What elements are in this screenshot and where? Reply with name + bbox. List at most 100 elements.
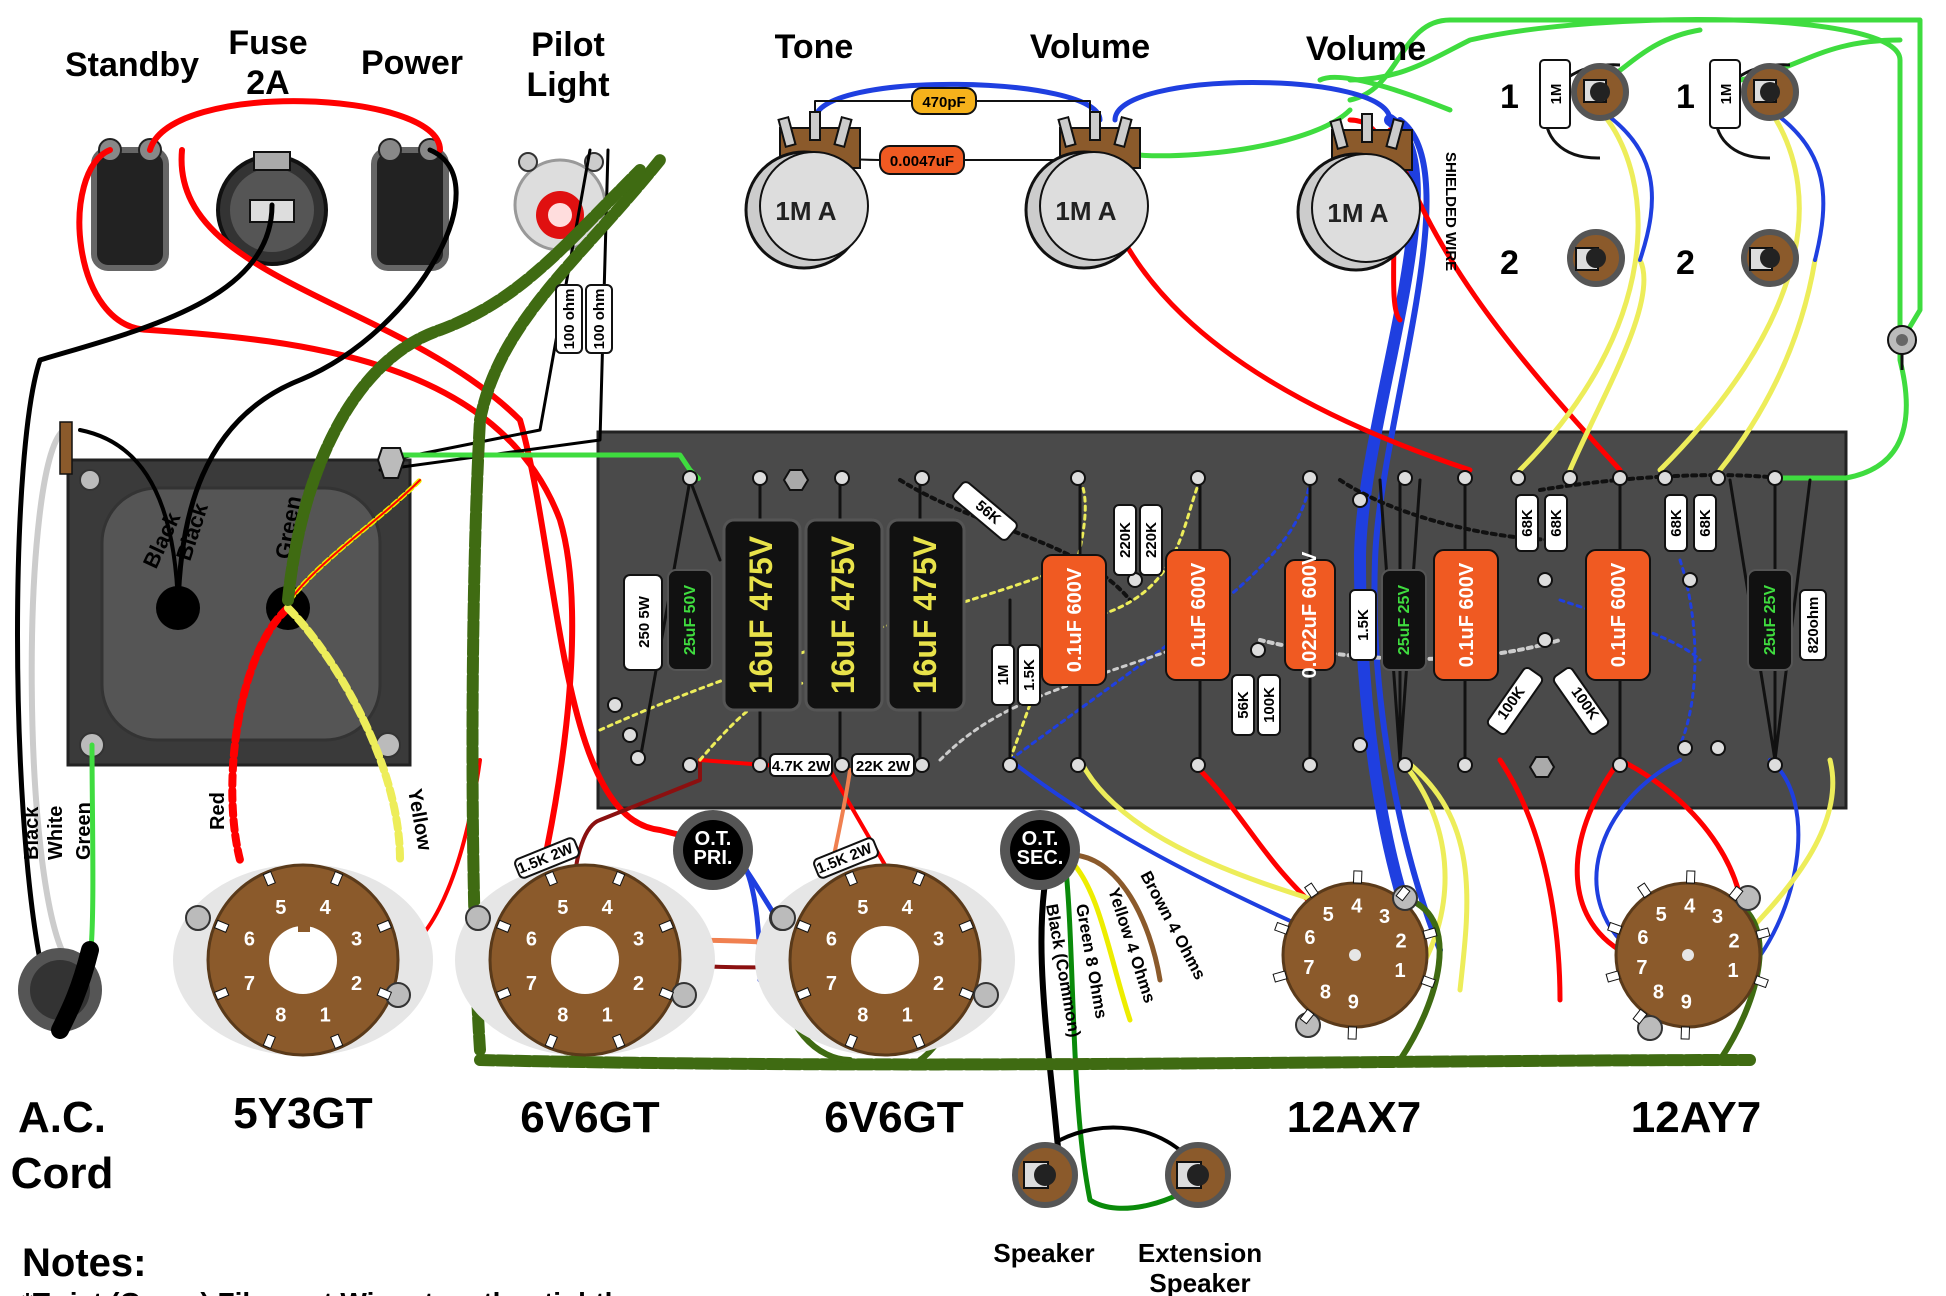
standby-switch[interactable] (91, 138, 169, 271)
tone-pot[interactable]: 1M A (744, 111, 869, 270)
board-screws (782, 469, 1556, 778)
coupling-cap-4: 0.1uF 600V (1433, 549, 1499, 681)
tube-pin-lug (330, 1033, 344, 1050)
tube-pin-lug (1299, 1008, 1315, 1025)
resistor-250-5w: 250 5W (623, 574, 663, 671)
ac-label: A.C. (18, 1093, 106, 1142)
tube-pin-lug (912, 1033, 926, 1050)
tube-pin-lug (262, 1033, 276, 1050)
extension-speaker-jack[interactable] (1165, 1142, 1231, 1208)
tube-pin-number: 6 (1637, 927, 1648, 949)
svg-text:25uF 50V: 25uF 50V (682, 585, 699, 656)
ac-cord-grommet (18, 941, 102, 1039)
speaker-jack[interactable] (1012, 1142, 1078, 1208)
svg-text:0.022uF 600V: 0.022uF 600V (1299, 551, 1321, 678)
resistor-820ohm: 820ohm (1799, 589, 1827, 661)
svg-text:16uF 475V: 16uF 475V (743, 535, 779, 694)
tube-pin-number: 1 (1728, 960, 1739, 982)
tube-label-12ay7: 12AY7 (1631, 1093, 1762, 1142)
tube-pin-lug (1422, 927, 1438, 940)
tube-pin-lug (612, 870, 626, 887)
power-label: Power (361, 44, 463, 82)
resistor-220k-a: 220K (1113, 504, 1137, 576)
tube-pin-lug (213, 987, 230, 1001)
svg-text:1M: 1M (1548, 84, 1565, 105)
filter-cap-1: 16uF 475V (722, 518, 802, 712)
tube-pin-lug (1680, 1026, 1691, 1040)
resistor-4-7k-2w: 4.7K 2W (769, 753, 833, 777)
tube-pin-number: 5 (1323, 904, 1334, 926)
tube-pin-number: 3 (1712, 906, 1723, 928)
svg-text:1M: 1M (995, 665, 1012, 686)
tube-pin-lug (658, 919, 675, 933)
tube-pin-lug (495, 919, 512, 933)
tube-pin-number: 8 (857, 1004, 868, 1026)
ground-lug-right (1887, 325, 1917, 370)
jack-label-1a: 1 (1500, 78, 1519, 116)
input-jack-1a[interactable]: 1M (1539, 59, 1629, 160)
tube-pin-lug (844, 870, 858, 887)
tube-pin-number: 2 (351, 973, 362, 995)
tube-pin-lug (612, 1033, 626, 1050)
power-switch[interactable] (371, 138, 449, 271)
svg-text:1M A: 1M A (1055, 196, 1116, 226)
mount-screw-icon (1637, 1015, 1663, 1041)
tube-pin-lug (544, 870, 558, 887)
svg-text:O.T.: O.T. (1022, 828, 1059, 850)
bypass-cap-2: 25uF 25V (1381, 569, 1427, 671)
tube-label-6v6gt-1: 6V6GT (520, 1093, 660, 1142)
tube-pin-number: 5 (557, 897, 568, 919)
shielded-wire-label: SHIELDED WIRE (1442, 152, 1459, 271)
tube-pin-lug (912, 870, 926, 887)
cap-470pf: 470pF (911, 87, 977, 115)
resistor-68k-a: 68K (1515, 494, 1539, 552)
resistor-100-ohm-b: 100 ohm (585, 284, 613, 354)
fuse-label: Fuse (228, 24, 307, 62)
input-jack-2b[interactable] (1741, 229, 1799, 287)
cord-label-green: Green (73, 802, 95, 860)
filter-cap-3: 16uF 475V (886, 518, 966, 712)
svg-text:68K: 68K (1668, 509, 1685, 537)
speaker-label: Speaker (993, 1238, 1094, 1268)
svg-text:100 ohm: 100 ohm (561, 289, 578, 350)
coupling-cap-2: 0.1uF 600V (1165, 549, 1231, 681)
tube-pin-number: 8 (1653, 981, 1664, 1003)
tube-pin-number: 3 (933, 929, 944, 951)
standby-label: Standby (65, 46, 199, 84)
volume-pot-2[interactable]: 1M A (1296, 113, 1421, 272)
tube-pin-number: 4 (602, 897, 614, 919)
ot-secondary-grommet: O.T. SEC. (1000, 810, 1080, 890)
svg-text:0.1uF 600V: 0.1uF 600V (1608, 562, 1630, 667)
svg-text:68K: 68K (1548, 509, 1565, 537)
svg-text:250 5W: 250 5W (636, 595, 653, 648)
tube-pin-number: 2 (933, 973, 944, 995)
input-jack-2a[interactable]: 1M (1709, 59, 1799, 160)
tube-pin-number: 2 (633, 973, 644, 995)
svg-text:100 ohm: 100 ohm (591, 289, 608, 350)
tube-pin-lug (795, 919, 812, 933)
resistor-68k-c: 68K (1664, 494, 1688, 552)
svg-text:220K: 220K (1143, 522, 1160, 558)
svg-text:1M A: 1M A (775, 196, 836, 226)
volume-pot-1[interactable]: 1M A (1024, 111, 1149, 270)
tube-pin-number: 5 (1656, 904, 1667, 926)
input-jack-1b[interactable] (1567, 229, 1625, 287)
tube-pin-lug (1753, 975, 1769, 989)
tube-pin-number: 7 (526, 973, 537, 995)
svg-text:16uF 475V: 16uF 475V (907, 535, 943, 694)
resistor-100-ohm-a: 100 ohm (555, 284, 583, 354)
cord-label-black: Black (21, 806, 43, 860)
jack-label-2a: 1 (1676, 78, 1695, 116)
tube-pin-number: 7 (1303, 957, 1314, 979)
tube-pin-lug (1637, 882, 1652, 899)
tube-pin-number: 4 (902, 897, 914, 919)
tube-pin-number: 2 (1396, 930, 1407, 952)
tube-pin-number: 1 (602, 1004, 613, 1026)
pilot-mount-screw (770, 905, 796, 931)
board-terminals (607, 470, 1783, 773)
svg-text:O.T.: O.T. (695, 828, 732, 850)
resistor-1m: 1M (991, 644, 1015, 706)
